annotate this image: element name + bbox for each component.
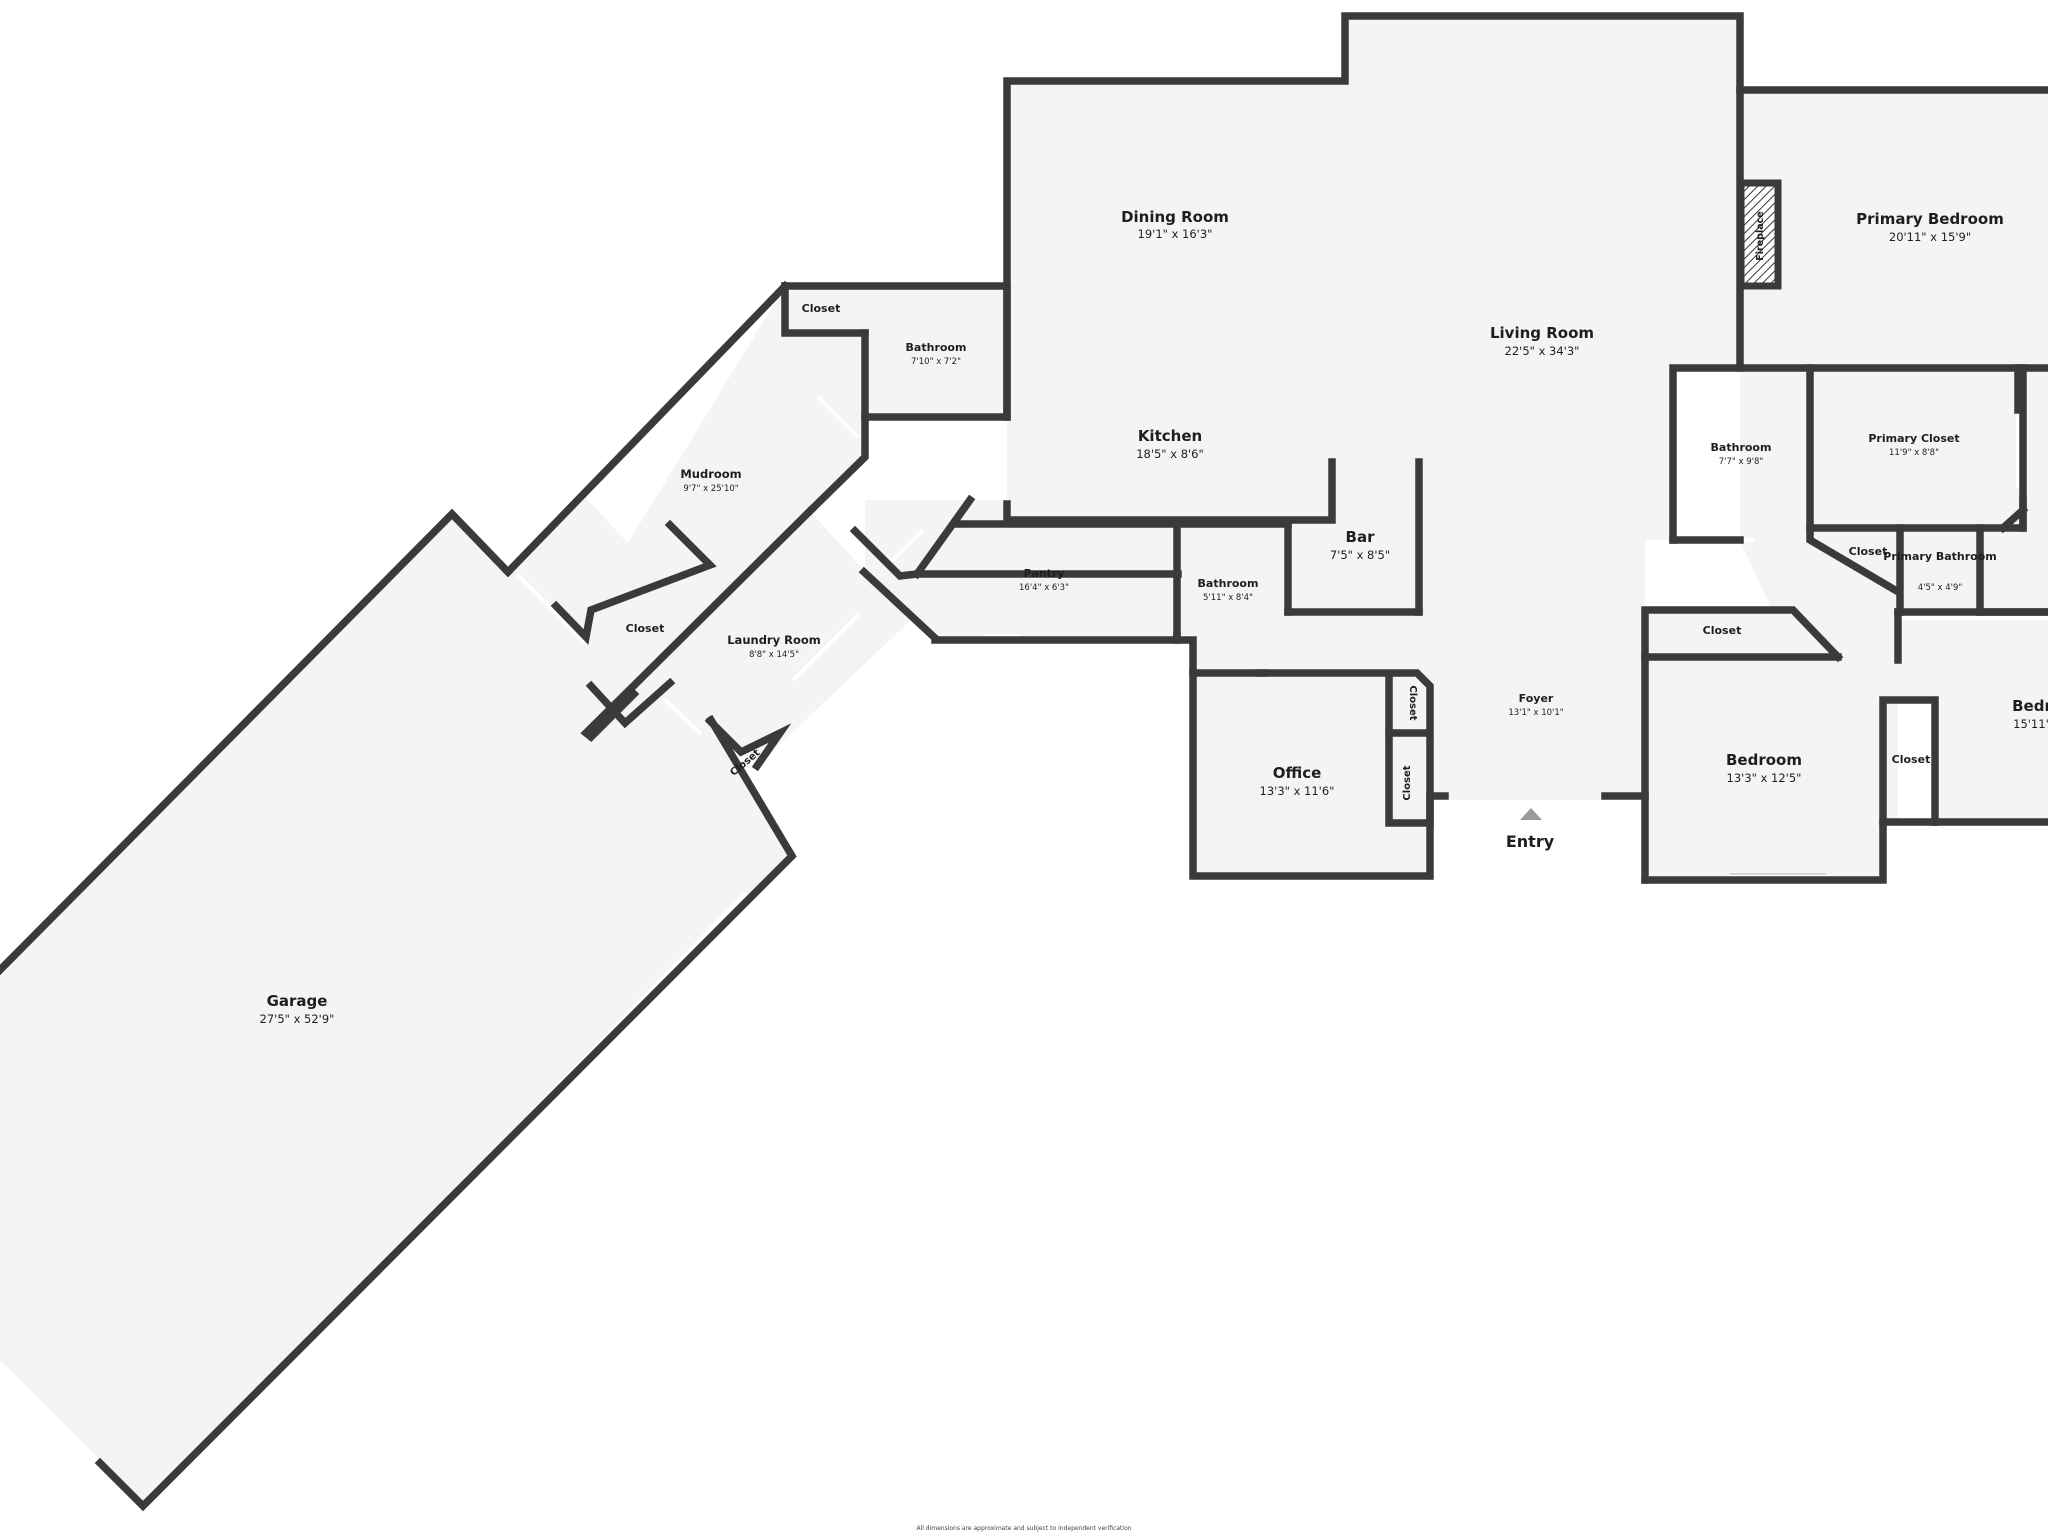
foyer-label: Foyer [1519,692,1554,705]
office-label: Office [1273,764,1322,782]
bedroom-dims: 13'3" x 12'5" [1727,771,1802,785]
laundry-room-label: Laundry Room [727,633,821,647]
bathroom-mid-label: Bathroom [1198,577,1259,590]
bar-label: Bar [1346,528,1376,546]
walls [0,12,2048,1512]
closet-bedroom-top-label: Closet [1703,624,1742,637]
primary-closet-dims: 11'9" x 8'8" [1889,448,1939,458]
bathroom-right-label: Bathroom [1711,441,1772,454]
closet-bedroom-side-label: Closet [1892,753,1931,766]
closet-office-bottom-label: Closet [1402,765,1413,800]
primary-bedroom-label: Primary Bedroom [1856,210,2004,228]
pantry-label: Pantry [1024,567,1065,580]
entry-arrow-icon [1520,808,1542,820]
bathroom-mid-dims: 5'11" x 8'4" [1203,593,1253,603]
living-room-label: Living Room [1490,324,1594,342]
kitchen-label: Kitchen [1138,427,1202,445]
bathroom-right-dims: 7'7" x 9'8" [1719,457,1764,467]
room-labels: Dining Room 19'1" x 16'3" Living Room 22… [260,208,2048,1026]
closet-mud-top-label: Closet [802,302,841,315]
bedroom-label: Bedroom [1726,751,1802,769]
bedroom-partial-label: Bedr [2012,697,2048,715]
dining-room-label: Dining Room [1121,208,1229,226]
primary-closet-label: Primary Closet [1868,432,1959,445]
primary-bathroom-dims: 4'5" x 4'9" [1918,583,1963,593]
closet-hall-label: Closet [1849,545,1888,558]
bathroom-upper-dims: 7'10" x 7'2" [911,357,961,367]
fireplace-label: Fireplace [1755,211,1766,260]
bar-dims: 7'5" x 8'5" [1330,548,1390,562]
garage-dims: 27'5" x 52'9" [260,1012,335,1026]
entry-label: Entry [1506,832,1555,851]
bathroom-upper-label: Bathroom [906,341,967,354]
mudroom-dims: 9'7" x 25'10" [683,484,738,494]
office-dims: 13'3" x 11'6" [1260,784,1335,798]
bedroom-partial-dims: 15'11" [2013,717,2048,731]
mudroom-label: Mudroom [680,467,741,481]
laundry-room-dims: 8'8" x 14'5" [749,650,799,660]
dining-room-dims: 19'1" x 16'3" [1138,227,1213,241]
kitchen-dims: 18'5" x 8'6" [1136,447,1204,461]
closet-office-top-label: Closet [1407,685,1418,720]
living-room-dims: 22'5" x 34'3" [1505,344,1580,358]
primary-bedroom-dims: 20'11" x 15'9" [1889,230,1971,244]
dimensions-disclaimer: All dimensions are approximate and subje… [916,1525,1131,1532]
garage-label: Garage [267,992,328,1010]
foyer-dims: 13'1" x 10'1" [1508,708,1563,718]
pantry-dims: 16'4" x 6'3" [1019,583,1069,593]
primary-bathroom-label: Primary Bathroom [1883,550,1996,563]
closet-mud-label: Closet [626,622,665,635]
